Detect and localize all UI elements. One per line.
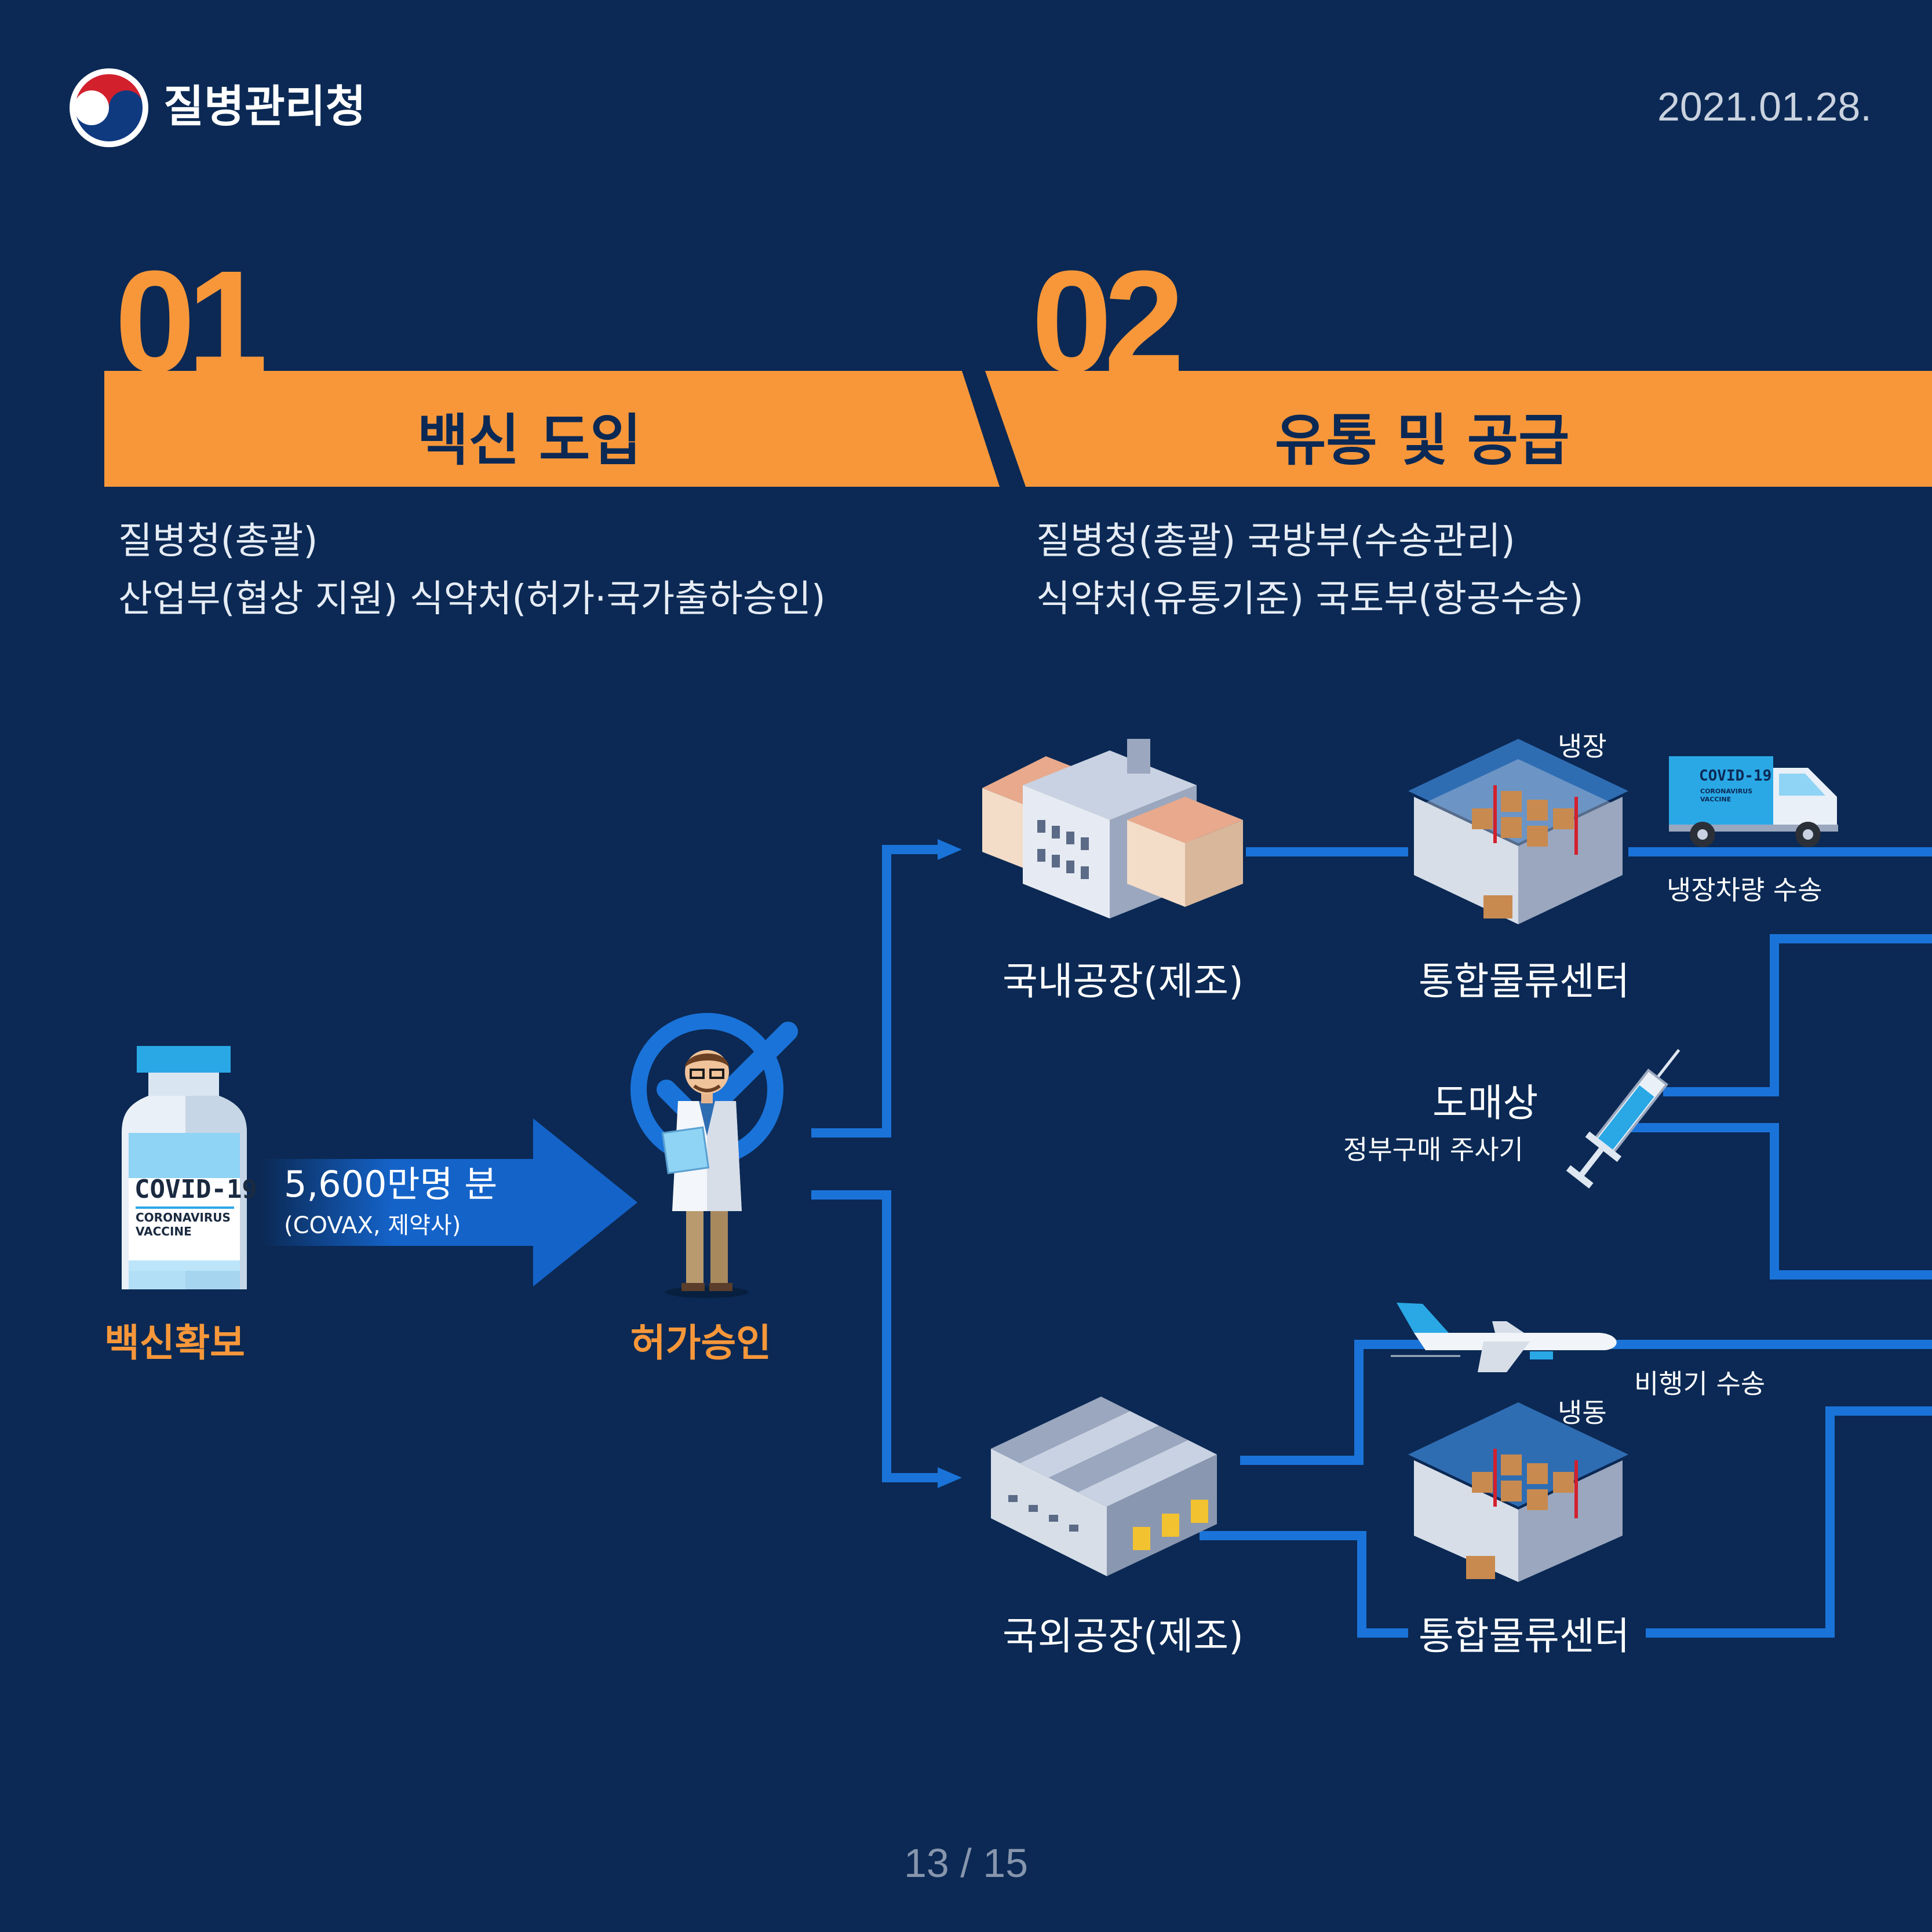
airplane-transport-label: 비행기 수송 [1634, 1368, 1766, 1399]
arrowhead-overseas [938, 1467, 962, 1488]
truck-label-sub2: VACCINE [1700, 796, 1731, 803]
refrigerated-truck-icon [1669, 756, 1838, 847]
domestic-factory-label: 국내공장(제조) [1003, 959, 1244, 1004]
logistics-center-top-label: 통합물류센터 [1419, 959, 1630, 1004]
page-indicator: 13 / 15 [904, 1840, 1029, 1886]
approval-caption: 허가승인 [630, 1321, 771, 1365]
agency-logo [68, 67, 150, 148]
agency-name: 질병관리청 [163, 81, 366, 132]
section-desc-01-line2: 산업부(협상 지원) 식약처(허가·국가출하승인) [118, 578, 826, 621]
logistics-center-bottom-label: 통합물류센터 [1419, 1614, 1630, 1658]
line-approval-to-domestic [811, 845, 950, 1138]
vial-label-sub2: VACCINE [136, 1224, 192, 1238]
line-wholesaler-return [1628, 1123, 1932, 1280]
section-title-02: 유통 및 공급 [1275, 408, 1570, 473]
section-title-01: 백신 도입 [417, 408, 641, 473]
line-center-bottom-out [1646, 1406, 1932, 1638]
arrowhead-domestic [938, 839, 962, 860]
section-banner-02 [985, 371, 1932, 487]
vaccine-vial-icon [122, 1046, 247, 1289]
domestic-factory-icon [982, 739, 1243, 918]
overseas-factory-icon [991, 1397, 1217, 1576]
vial-label-main: COVID-19 [134, 1175, 257, 1204]
section-number-02: 02 [1031, 240, 1184, 402]
doctor-icon [661, 1050, 749, 1298]
syringe-icon [1566, 1049, 1681, 1189]
frozen-label: 냉동 [1558, 1397, 1607, 1428]
logistics-center-top-icon [1408, 739, 1628, 924]
line-overseas-to-airplane [1240, 1340, 1932, 1465]
gov-syringe-label: 정부구매 주사기 [1343, 1134, 1523, 1165]
supply-sources: (COVAX, 제약사) [284, 1212, 461, 1239]
refrigerated-label: 냉장 [1558, 731, 1607, 762]
line-overseas-to-center [1200, 1531, 1408, 1638]
section-desc-02-line2: 식약처(유통기준) 국토부(항공수송) [1036, 578, 1584, 621]
line-right-to-wholesaler [1663, 934, 1932, 1096]
section-banner-01 [104, 371, 1000, 487]
section-desc-02-line1: 질병청(총괄) 국방부(수송관리) [1036, 520, 1515, 563]
supply-arrow [261, 1118, 637, 1286]
vial-label-sub1: CORONAVIRUS [136, 1211, 231, 1224]
wholesaler-label: 도매상 [1432, 1081, 1539, 1125]
truck-label-sub1: CORONAVIRUS [1700, 788, 1753, 795]
logistics-center-bottom-icon [1408, 1402, 1628, 1582]
overseas-factory-label: 국외공장(제조) [1003, 1614, 1244, 1658]
section-number-01: 01 [115, 240, 268, 402]
vial-caption: 백신확보 [104, 1321, 245, 1365]
section-desc-01-line1: 질병청(총괄) [118, 520, 318, 563]
vial-label-rule [136, 1206, 234, 1209]
airplane-icon [1391, 1303, 1617, 1372]
date: 2021.01.28. [1657, 84, 1872, 129]
refrigerated-vehicle-label: 냉장차량 수송 [1667, 874, 1822, 906]
supply-quantity: 5,600만명 분 [284, 1163, 498, 1205]
truck-label-main: COVID-19 [1699, 767, 1772, 785]
line-approval-to-overseas [811, 1190, 950, 1482]
